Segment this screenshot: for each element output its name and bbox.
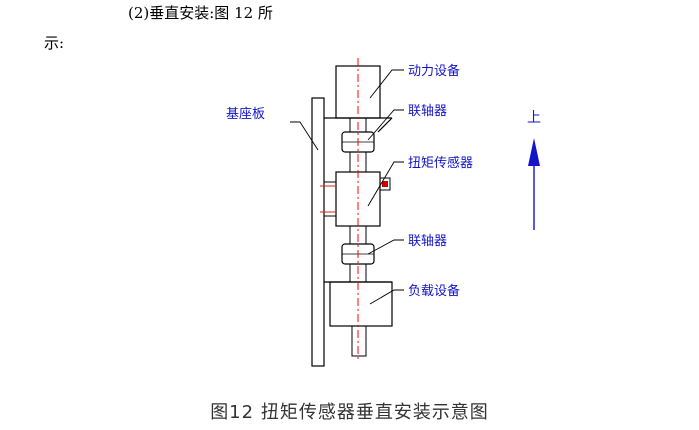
sensor-mount <box>323 181 337 217</box>
label-load-device: 负载设备 <box>408 283 460 299</box>
label-up: 上 <box>527 110 541 126</box>
label-torque-sensor: 扭矩传感器 <box>408 155 473 171</box>
heading-line-2: 示: <box>44 34 65 52</box>
label-coupling-bottom: 联轴器 <box>408 234 447 249</box>
leader-base-plate <box>290 121 319 151</box>
top-bracket-brace <box>377 117 393 133</box>
leader-coupling-bottom <box>367 239 404 255</box>
label-base-plate: 基座板 <box>226 107 265 122</box>
label-coupling-top: 联轴器 <box>408 104 447 119</box>
shaft-bottom <box>351 325 367 357</box>
base-plate <box>311 97 325 367</box>
leader-coupling-top <box>367 109 404 141</box>
up-arrow-icon <box>528 138 540 166</box>
figure-caption: 图12 扭矩传感器垂直安装示意图 <box>210 402 489 423</box>
sensor-connector-pin <box>382 181 388 187</box>
load-device <box>329 281 393 327</box>
leader-power-device <box>369 69 404 99</box>
heading-line-1: (2)垂直安装:图 12 所 <box>128 4 273 22</box>
leader-load-device <box>369 289 404 305</box>
leader-torque-sensor <box>367 161 404 207</box>
label-power-device: 动力设备 <box>408 63 460 79</box>
